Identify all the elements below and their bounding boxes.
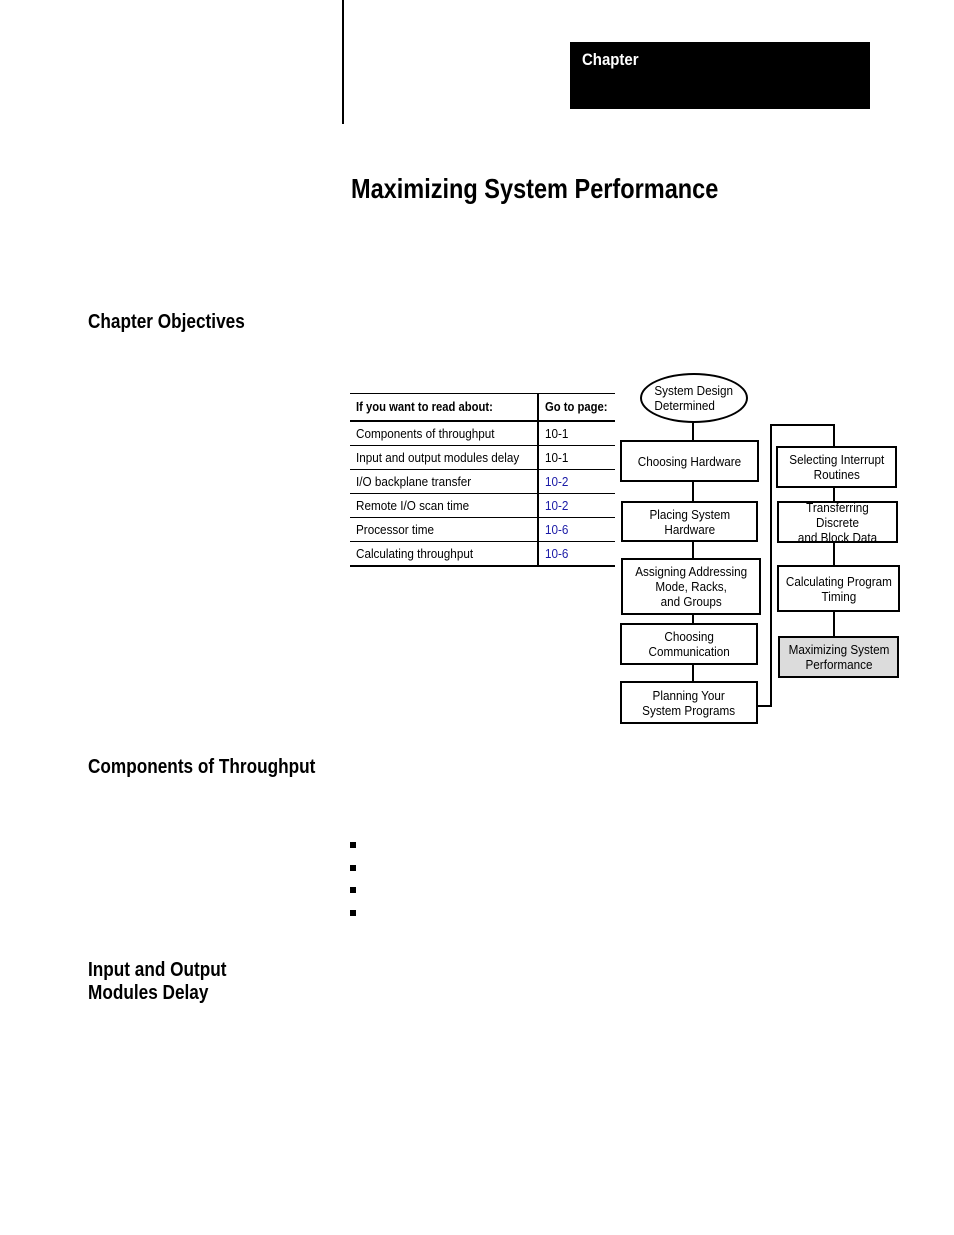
flow-step-placing-hardware: Placing System Hardware xyxy=(621,501,758,542)
flow-step-planning-programs: Planning Your System Programs xyxy=(620,681,758,724)
row-topic: I/O backplane transfer xyxy=(356,474,472,489)
flow-step-choosing-communication: Choosing Communication xyxy=(620,623,758,665)
table-row: Input and output modules delay 10-1 xyxy=(350,445,615,470)
margin-rule xyxy=(342,0,344,124)
flow-step-selecting-interrupt: Selecting Interrupt Routines xyxy=(776,446,897,488)
table-row: Remote I/O scan time 10-2 xyxy=(350,493,615,518)
row-page: 10-1 xyxy=(545,450,569,465)
table-row: Calculating throughput 10-6 xyxy=(350,541,615,567)
flow-step-transferring-data: Transferring Discrete and Block Data xyxy=(777,500,898,545)
flow-step-calculating-timing: Calculating Program Timing xyxy=(777,565,900,612)
flow-step-maximizing-performance: Maximizing System Performance xyxy=(778,636,899,678)
bullet-marker xyxy=(350,864,356,871)
page-link[interactable]: 10-2 xyxy=(545,474,569,489)
heading-components-of-throughput: Components of Throughput xyxy=(88,756,316,778)
page-link[interactable]: 10-6 xyxy=(545,546,569,561)
col-header-page: Go to page: xyxy=(538,393,615,422)
row-topic: Input and output modules delay xyxy=(356,450,520,465)
row-topic: Components of throughput xyxy=(356,426,495,441)
table-row: Processor time 10-6 xyxy=(350,517,615,542)
row-topic: Calculating throughput xyxy=(356,546,474,561)
heading-io-modules-delay: Input and Output Modules Delay xyxy=(88,959,227,1004)
chapter-tab: Chapter xyxy=(570,42,870,109)
bullet-marker xyxy=(350,887,356,893)
table-header-row: If you want to read about: Go to page: xyxy=(350,393,615,422)
bullet-list xyxy=(350,842,356,932)
chapter-label: Chapter xyxy=(582,50,639,69)
flow-step-choosing-hardware: Choosing Hardware xyxy=(620,440,759,482)
flow-start-node: System Design Determined xyxy=(640,373,748,423)
bullet-marker xyxy=(350,842,356,848)
row-topic: Processor time xyxy=(356,522,435,537)
page-link[interactable]: 10-2 xyxy=(545,498,569,513)
row-topic: Remote I/O scan time xyxy=(356,498,470,513)
row-page: 10-1 xyxy=(545,426,569,441)
col-header-topic: If you want to read about: xyxy=(350,393,540,422)
table-row: I/O backplane transfer 10-2 xyxy=(350,469,615,494)
bullet-marker xyxy=(350,909,356,916)
objectives-table: If you want to read about: Go to page: C… xyxy=(350,393,615,567)
flow-step-assigning-addressing: Assigning Addressing Mode, Racks, and Gr… xyxy=(621,558,761,615)
heading-chapter-objectives: Chapter Objectives xyxy=(88,311,245,333)
page-link[interactable]: 10-6 xyxy=(545,522,569,537)
page-title: Maximizing System Performance xyxy=(351,173,719,204)
table-row: Components of throughput 10-1 xyxy=(350,421,615,446)
